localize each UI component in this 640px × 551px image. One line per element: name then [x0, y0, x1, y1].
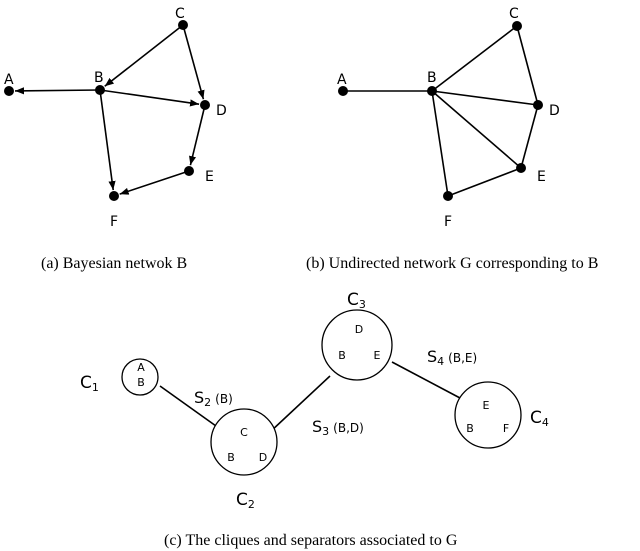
- node-label-b-a: A: [337, 72, 347, 88]
- clique-c2-member: B: [227, 451, 235, 464]
- separator-s4-label: S4(B,E): [427, 347, 477, 368]
- edge-b-f-e: [447, 167, 522, 197]
- node-b-c: [512, 21, 522, 31]
- node-b-d: [533, 100, 543, 110]
- edge-a-b-d: [99, 89, 200, 107]
- clique-c1-member: B: [137, 376, 145, 389]
- edge-a-b-a: [14, 87, 101, 95]
- node-a-f: [109, 191, 119, 201]
- node-label-b-b: B: [427, 70, 437, 86]
- panel-a-bayesian-network: A B C D E F (a) Bayesian netwok B: [4, 6, 227, 272]
- edge-b-b-e: [431, 90, 522, 169]
- clique-c4-label: C4: [530, 408, 549, 429]
- separator-s3-label: S3(B,D): [312, 417, 364, 438]
- clique-c2: C B D C2: [210, 408, 278, 511]
- clique-c3-member: D: [355, 323, 363, 336]
- clique-c1: A B C1: [80, 358, 159, 396]
- node-label-a-b: B: [94, 70, 104, 86]
- node-label-b-c: C: [509, 6, 519, 22]
- clique-c2-member: D: [259, 451, 267, 464]
- node-b-e: [516, 163, 526, 173]
- panel-c-caption: (c) The cliques and separators associate…: [164, 532, 458, 549]
- node-a-c: [178, 20, 188, 30]
- clique-c1-circle: [121, 358, 159, 396]
- edge-a-e-f: [119, 170, 190, 195]
- node-label-a-a: A: [4, 72, 14, 88]
- node-a-e: [184, 166, 194, 176]
- node-b-f: [443, 191, 453, 201]
- edge-b-c-d: [516, 25, 539, 106]
- separator-s2-label: S2(B): [194, 388, 233, 409]
- node-label-a-c: C: [175, 6, 185, 22]
- clique-c3-member: B: [338, 349, 346, 362]
- node-label-b-d: D: [549, 103, 560, 119]
- clique-c4-member: B: [466, 422, 474, 435]
- node-label-a-f: F: [110, 214, 118, 230]
- edge-a-c-b: [104, 24, 184, 87]
- clique-link-c3-c4: [391, 361, 461, 399]
- clique-link-c2-c3: [269, 375, 331, 433]
- node-a-d: [200, 100, 210, 110]
- edge-a-d-e: [189, 104, 206, 166]
- clique-c3-label: C3: [347, 290, 366, 311]
- node-b-a: [338, 86, 348, 96]
- node-label-a-d: D: [216, 103, 227, 119]
- clique-c3-circle: [321, 309, 393, 381]
- panel-b-caption: (b) Undirected network G corresponding t…: [306, 255, 598, 272]
- node-a-a: [4, 86, 14, 96]
- panel-c-cliques-separators: A B C1 C B D C2 D B E C3 E B F C4 S2(B) …: [80, 290, 549, 549]
- clique-c2-label: C2: [236, 490, 255, 511]
- clique-c1-label: C1: [80, 373, 99, 394]
- node-b-b: [427, 86, 437, 96]
- edge-a-b-f: [99, 89, 116, 191]
- clique-c4-member: E: [483, 399, 490, 412]
- clique-c4-member: F: [503, 422, 509, 435]
- node-label-b-e: E: [537, 169, 546, 185]
- edge-b-b-d: [431, 90, 539, 106]
- panel-b-undirected-network: A B C D E F (b) Undirected network G correspo…: [306, 6, 598, 272]
- clique-c3-member: E: [374, 349, 381, 362]
- clique-link-c1-c2: [159, 385, 217, 427]
- edge-a-c-d: [182, 24, 205, 100]
- clique-c4: E B F C4: [454, 381, 549, 449]
- edge-b-b-f: [431, 90, 449, 197]
- node-a-b: [95, 85, 105, 95]
- edge-b-d-e: [520, 104, 539, 169]
- clique-c2-circle: [210, 408, 278, 476]
- clique-c4-circle: [454, 381, 522, 449]
- clique-c2-member: C: [240, 426, 248, 439]
- clique-c3: D B E C3: [321, 290, 393, 381]
- edge-b-b-c: [431, 25, 518, 92]
- panel-a-caption: (a) Bayesian netwok B: [41, 255, 187, 272]
- clique-c1-member: A: [137, 361, 145, 374]
- node-label-b-f: F: [444, 214, 452, 230]
- node-label-a-e: E: [205, 169, 214, 185]
